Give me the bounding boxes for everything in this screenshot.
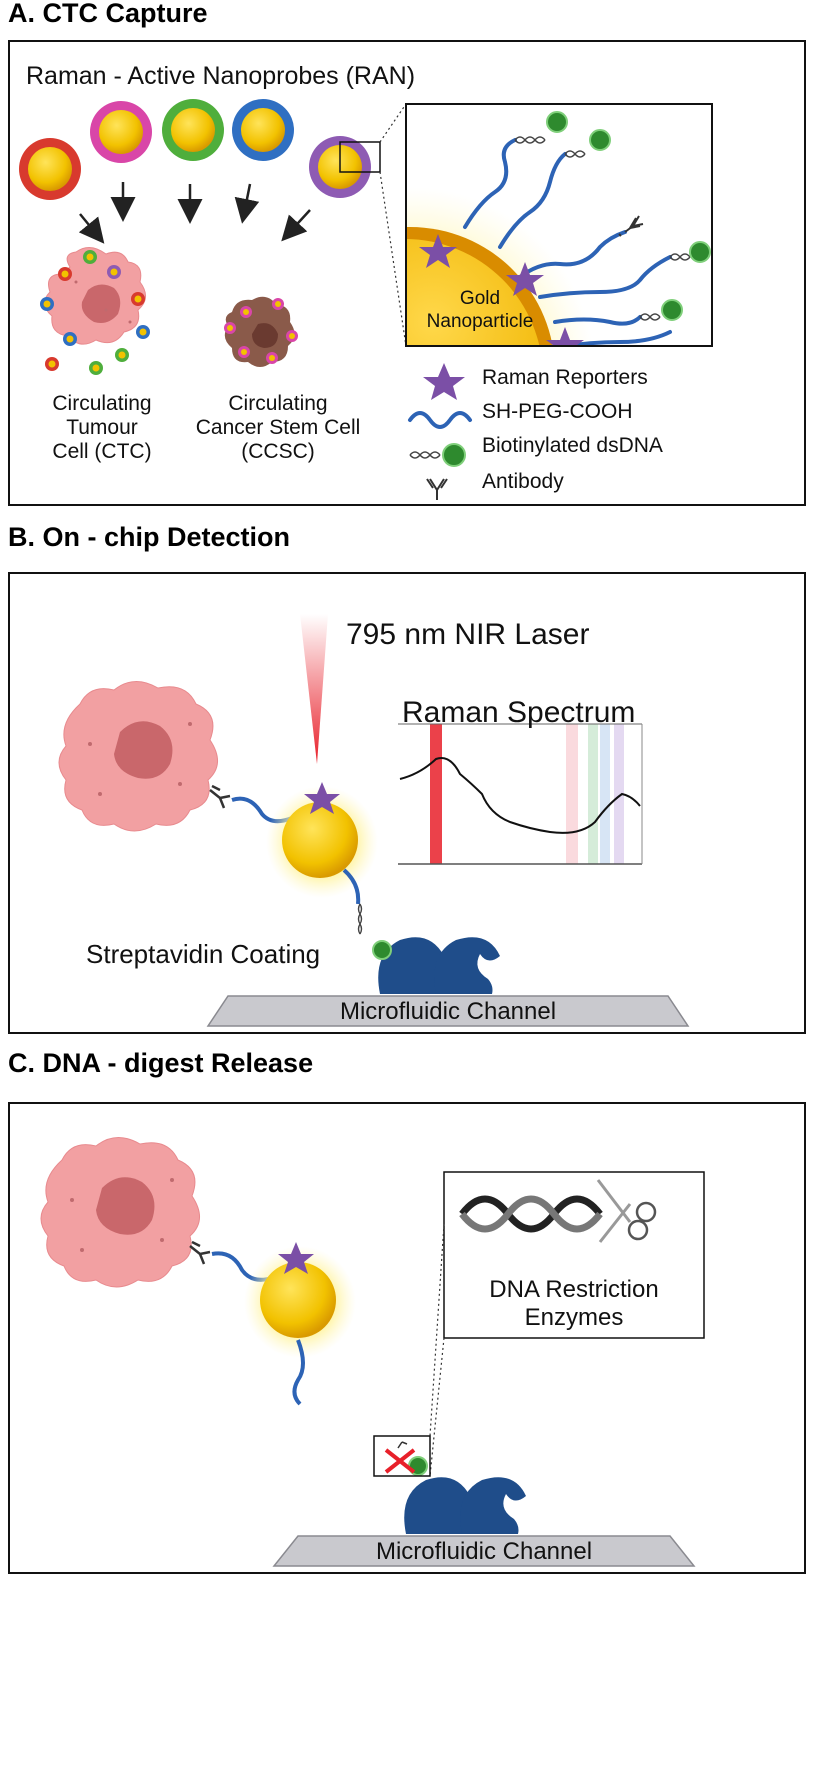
gold-label-line1: Gold [460, 288, 500, 309]
peg-linker-lower [342, 868, 361, 905]
reporter-stars [419, 234, 584, 345]
microfluidic-channel [272, 1535, 696, 1567]
gold-nanoparticle [282, 802, 358, 878]
ran-subtitle: Raman - Active Nanoprobes (RAN) [26, 62, 416, 90]
dsdna-linker [357, 903, 363, 935]
circulating-cancer-stem-cell [224, 296, 298, 367]
ccsc-label: Circulating Cancer Stem Cell (CCSC) [195, 392, 361, 464]
cut-site-box [373, 1435, 431, 1477]
star-icon [423, 363, 465, 400]
raman-spectrum-plot [398, 723, 643, 865]
star-icon [278, 1242, 314, 1274]
scissors-icon [596, 1179, 657, 1243]
dna-digest-diagram [40, 1137, 705, 1567]
section-c-title: C. DNA - digest Release [8, 1048, 314, 1078]
legend-sh-peg-cooh: SH-PEG-COOH [482, 400, 633, 423]
ctc-label: Circulating Tumour Cell (CTC) [52, 392, 152, 464]
star-icon [304, 782, 340, 814]
tumour-cell [40, 1137, 200, 1288]
gold-label-line2: Nanoparticle [427, 311, 534, 332]
released-peg-tail [292, 1339, 305, 1406]
zoom-box [339, 141, 381, 173]
ctc-capture-diagram: Gold Nanoparticle [19, 99, 713, 500]
antibody-icon [189, 1240, 211, 1265]
streptavidin-label: Streptavidin Coating [86, 939, 321, 969]
dsdna-strands [514, 136, 691, 321]
laser-beam [300, 614, 328, 764]
tumour-cell [58, 681, 218, 832]
nanoprobe-green [162, 99, 224, 161]
streptavidin-coating [404, 1456, 526, 1534]
panel-ctc-capture: Gold Nanoparticle Raman - Active Nanopro… [8, 40, 806, 506]
peg-chain-icon [408, 411, 472, 429]
panel-dna-digest-release: DNA Restriction Enzymes Microfluidic Cha… [8, 1102, 806, 1574]
laser-label: 795 nm NIR Laser [346, 618, 590, 651]
cut-mark-icon [384, 1448, 416, 1474]
section-b-title: B. On - chip Detection [8, 522, 291, 552]
antibody-on-chain [618, 215, 644, 237]
nanoprobe-blue [232, 99, 294, 161]
nanoprobe-red [19, 138, 81, 200]
channel-label: Microfluidic Channel [339, 998, 557, 1025]
panel-on-chip-detection: 795 nm NIR Laser Raman Spectrum Streptav… [8, 572, 806, 1034]
circulating-tumour-cell [40, 247, 150, 375]
biotin-spheres [546, 111, 711, 321]
legend-antibody: Antibody [482, 470, 564, 493]
legend-raman-reporters: Raman Reporters [482, 366, 648, 389]
enzyme-inset [443, 1171, 705, 1339]
microfluidic-channel [206, 995, 690, 1027]
antibody-icon [426, 478, 448, 500]
legend-biotinylated-dsdna: Biotinylated dsDNA [482, 434, 663, 457]
section-a-title: A. CTC Capture [8, 0, 208, 28]
enzyme-label: DNA Restriction Enzymes [489, 1276, 659, 1331]
capture-arrows [78, 182, 311, 244]
on-chip-detection-diagram [58, 614, 690, 1027]
streptavidin-coating [372, 937, 500, 994]
antibody-icon [209, 784, 231, 809]
channel-label: Microfluidic Channel [375, 1538, 593, 1565]
nanoprobe-magenta [90, 101, 152, 163]
legend-icons [408, 363, 472, 500]
gold-nanoparticle [260, 1262, 336, 1338]
biotinylated-dsdna-icon [409, 443, 466, 467]
nanoprobe-zoom-inset: Gold Nanoparticle [405, 103, 713, 347]
spectrum-title: Raman Spectrum [402, 696, 636, 729]
